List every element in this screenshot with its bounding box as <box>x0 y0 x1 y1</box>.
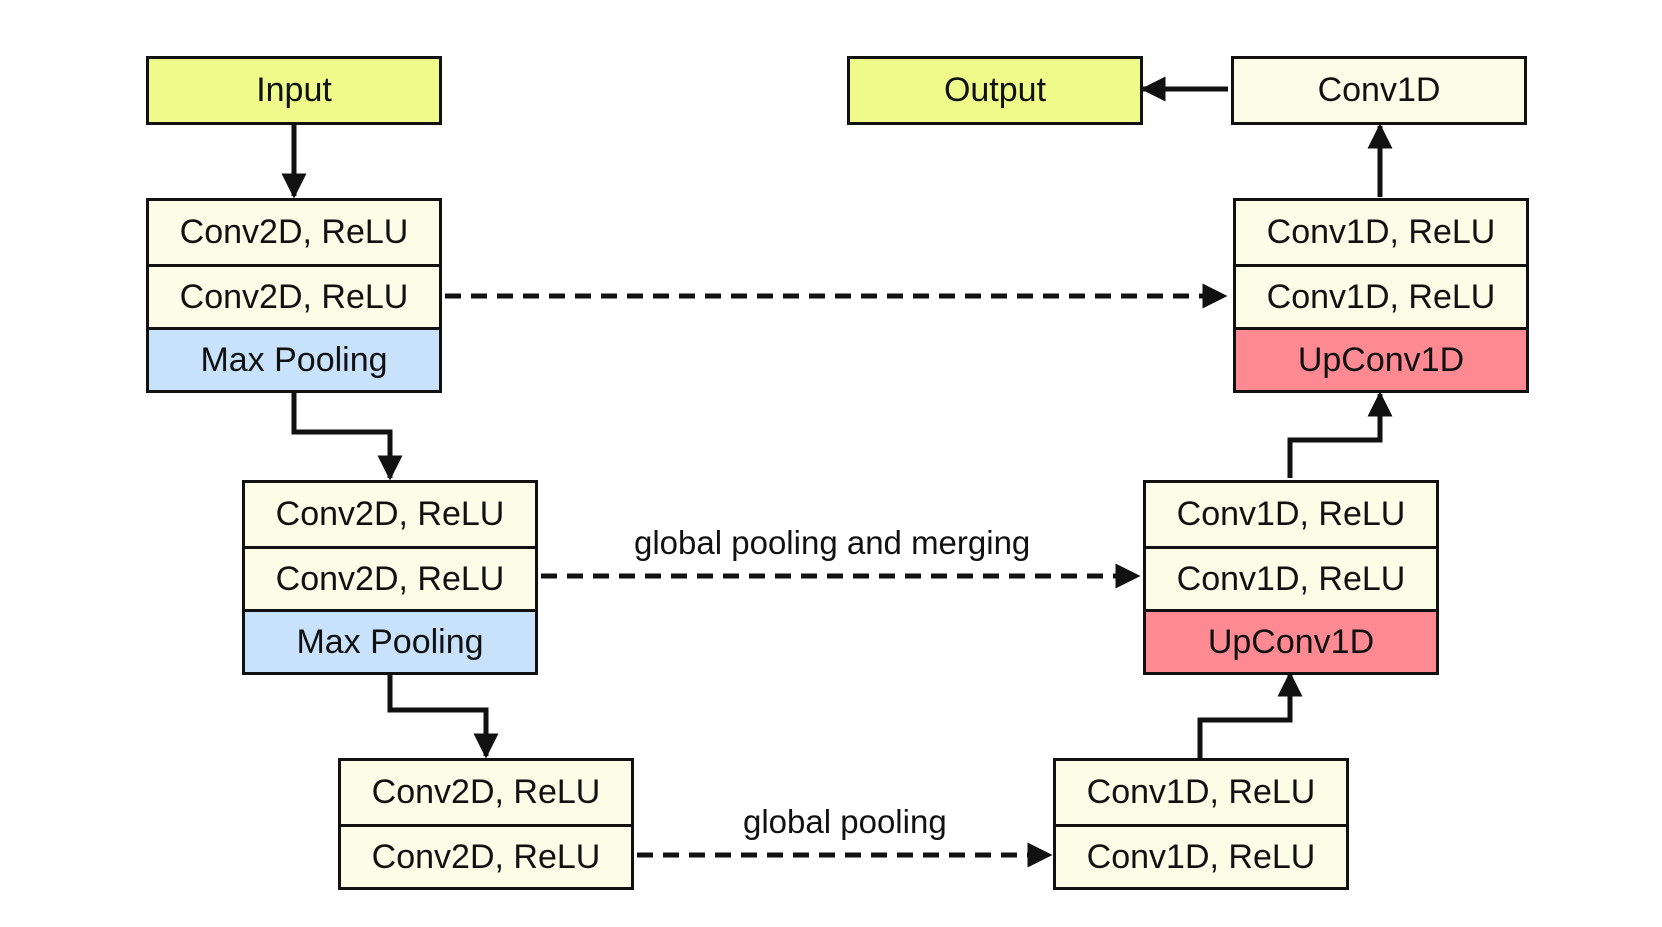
decoder-3-layer-2: Conv1D, ReLU <box>1056 824 1346 887</box>
decoder-block-2: Conv1D, ReLU Conv1D, ReLU UpConv1D <box>1143 480 1439 675</box>
encoder-1-layer-2: Conv2D, ReLU <box>149 264 439 327</box>
decoder-2-upconv: UpConv1D <box>1146 609 1436 672</box>
encoder-2-layer-1: Conv2D, ReLU <box>245 483 535 546</box>
decoder-2-layer-1: Conv1D, ReLU <box>1146 483 1436 546</box>
encoder-3-layer-1: Conv2D, ReLU <box>341 761 631 824</box>
decoder-1-layer-2: Conv1D, ReLU <box>1236 264 1526 327</box>
encoder-2-layer-2: Conv2D, ReLU <box>245 546 535 609</box>
final-conv1d-label: Conv1D <box>1234 59 1524 122</box>
arrow-dec2-to-dec1 <box>1287 391 1393 478</box>
decoder-2-layer-2: Conv1D, ReLU <box>1146 546 1436 609</box>
encoder-block-2: Conv2D, ReLU Conv2D, ReLU Max Pooling <box>242 480 538 675</box>
encoder-1-layer-1: Conv2D, ReLU <box>149 201 439 264</box>
arrow-enc1-to-enc2 <box>291 393 403 481</box>
encoder-block-3: Conv2D, ReLU Conv2D, ReLU <box>338 758 634 890</box>
encoder-block-1: Conv2D, ReLU Conv2D, ReLU Max Pooling <box>146 198 442 393</box>
skip-level2-label: global pooling and merging <box>634 524 1031 561</box>
final-conv1d-block: Conv1D <box>1231 56 1527 125</box>
input-block: Input <box>146 56 442 125</box>
input-label: Input <box>149 59 439 122</box>
arrow-enc2-to-enc3 <box>387 673 499 759</box>
encoder-3-layer-2: Conv2D, ReLU <box>341 824 631 887</box>
decoder-1-upconv: UpConv1D <box>1236 327 1526 390</box>
decoder-3-layer-1: Conv1D, ReLU <box>1056 761 1346 824</box>
decoder-block-3: Conv1D, ReLU Conv1D, ReLU <box>1053 758 1349 890</box>
encoder-2-max-pooling: Max Pooling <box>245 609 535 672</box>
encoder-1-max-pooling: Max Pooling <box>149 327 439 390</box>
decoder-block-1: Conv1D, ReLU Conv1D, ReLU UpConv1D <box>1233 198 1529 393</box>
output-label: Output <box>850 59 1140 122</box>
decoder-1-layer-1: Conv1D, ReLU <box>1236 201 1526 264</box>
output-block: Output <box>847 56 1143 125</box>
arrow-dec3-to-dec2 <box>1197 671 1303 758</box>
skip-level3-label: global pooling <box>743 803 947 840</box>
